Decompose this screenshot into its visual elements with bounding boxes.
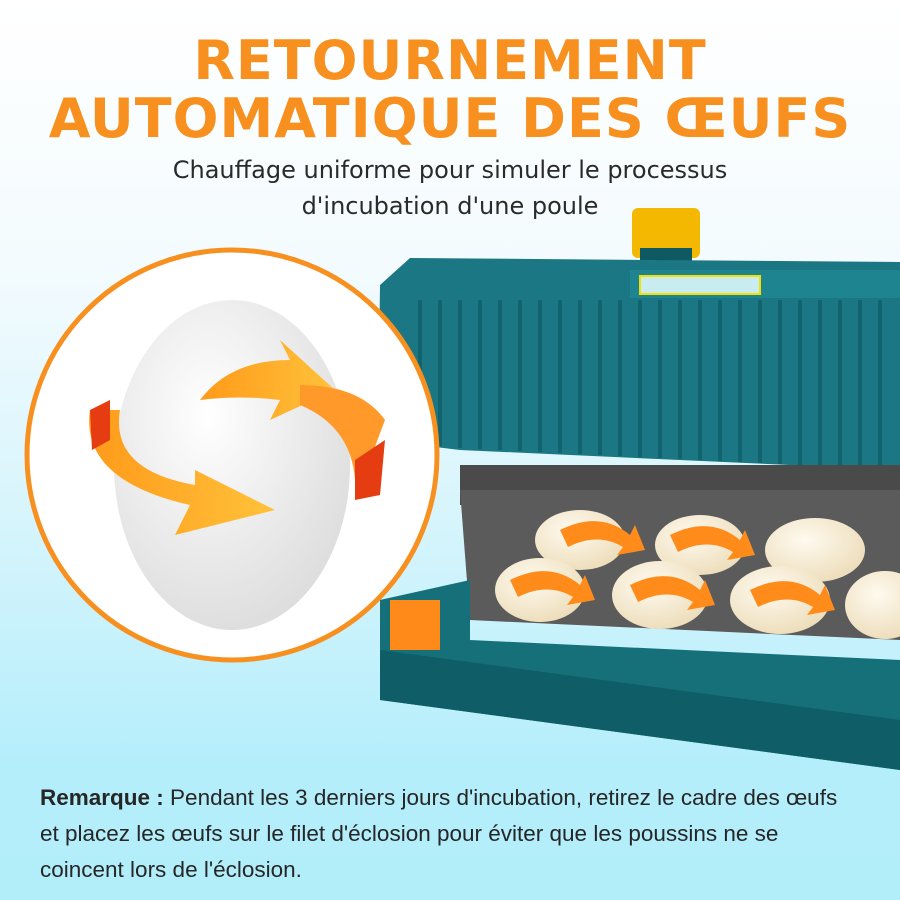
tray-handle — [390, 600, 440, 650]
note-text: Pendant les 3 derniers jours d'incubatio… — [40, 785, 838, 882]
subtitle: Chauffage uniforme pour simuler le proce… — [0, 152, 900, 224]
egg-turn-arrow-icon — [510, 521, 835, 615]
page-title: RETOURNEMENT AUTOMATIQUE DES ŒUFS — [0, 32, 900, 148]
egg-rotation-circle — [24, 247, 440, 663]
egg — [114, 300, 350, 630]
subtitle-line-2: d'incubation d'une poule — [301, 192, 599, 220]
egg-tray — [495, 510, 900, 639]
note: Remarque : Pendant les 3 derniers jours … — [40, 780, 840, 888]
incubator — [378, 208, 900, 770]
title-line-2: AUTOMATIQUE DES ŒUFS — [48, 87, 852, 150]
subtitle-line-1: Chauffage uniforme pour simuler le proce… — [172, 156, 728, 184]
rotate-arrows-icon — [89, 340, 385, 535]
display-screen — [639, 275, 761, 295]
vent-cap — [632, 208, 700, 258]
note-label: Remarque : — [40, 785, 164, 810]
title-line-1: RETOURNEMENT — [193, 29, 707, 92]
